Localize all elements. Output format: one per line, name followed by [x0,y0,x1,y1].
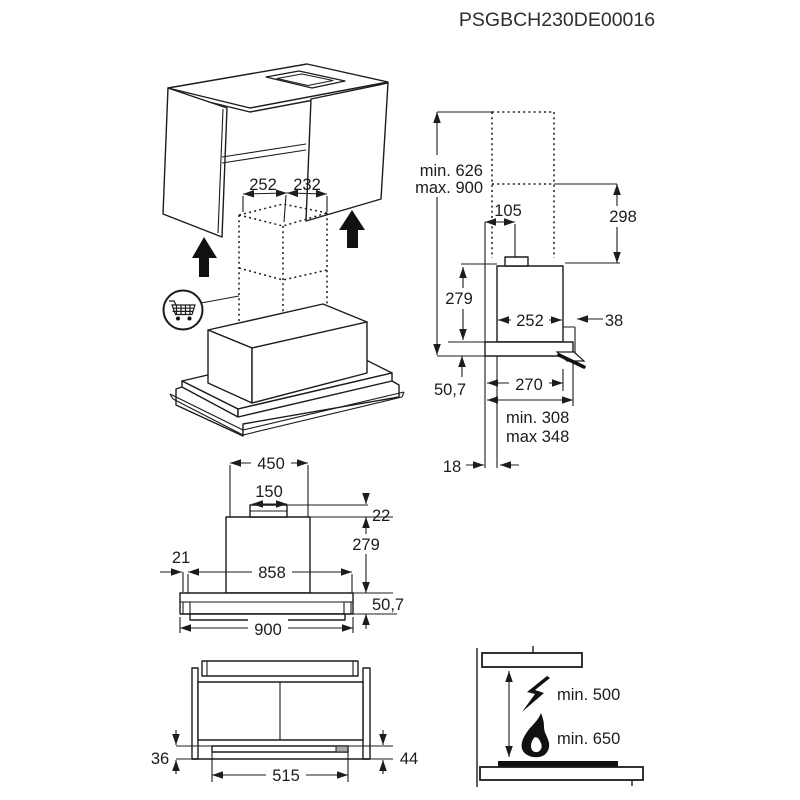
lightning-bolt-icon [522,676,550,712]
shopping-cart-icon [162,289,204,331]
dim-flange-depth: 270 [515,376,543,394]
dim-total-width: 900 [254,621,282,639]
hood-flange-lower [175,380,400,437]
label-mask [443,288,477,309]
dim-height-min: min. 626 [420,162,483,180]
drawing-title: PSGBCH230DE00016 [459,9,655,31]
bottom-strip [211,745,349,753]
front-right-end-cap [343,601,352,615]
side-hood-body [496,265,564,343]
duct-dashed-outline [238,203,328,337]
dim-top-width: 450 [257,455,285,473]
side-hood-flange [484,341,574,357]
dim-line-duct-left [242,189,288,198]
hood-body-front-face [251,321,368,404]
dim-body-depth: 252 [516,312,544,330]
clearance-hob-surface [498,761,618,767]
clearance-view: min. 500 min. 650 [476,646,644,787]
label-mask [266,766,306,784]
cabinet-left-panel-inner-edge [217,108,224,234]
cabinet-top-cutout-inner [276,73,334,87]
side-section-view: min. 626 max. 900 105 298 279 252 38 50,… [405,111,642,476]
clearance-counter [479,766,644,781]
dim-duct-width-right: 232 [293,176,321,194]
cabinet-top-face [167,63,389,109]
bottom-right-post [362,667,371,760]
dim-extensions-duct [242,194,328,223]
dim-side-flange-height: 50,7 [434,381,466,399]
dim-line-duct-right [286,189,328,198]
hood-flange-skirt [169,391,405,436]
dim-side-body-height: 279 [445,290,473,308]
dim-side-inset: 21 [172,549,190,567]
label-mask [405,155,485,197]
bottom-top-rail [201,660,359,677]
cabinet-top-cutout [265,70,346,89]
dim-height-max: max. 900 [415,179,483,197]
dim-left-inset: 36 [151,750,169,768]
dim-duct-height: 298 [609,208,637,226]
front-view: 450 150 22 279 21 858 50,7 900 [160,454,404,639]
dim-duct-width-left: 252 [249,176,277,194]
dim-recess-depth-min: min. 308 [506,409,569,427]
bottom-left-post [191,667,199,760]
label-mask [348,534,384,554]
dim-front-body-height: 279 [352,536,380,554]
bottom-view-extension-lines [176,745,393,782]
dim-electric-clearance: min. 500 [557,686,620,704]
label-mask [509,373,549,393]
dim-strip-width: 515 [272,767,300,785]
cabinet-right-panel [305,82,389,222]
front-left-end-cap [182,601,191,615]
side-duct-dashed [491,111,555,258]
flame-icon [521,713,550,758]
arrow-up-left-icon [192,237,217,277]
label-mask [252,562,292,581]
label-mask [511,310,549,330]
front-hood-flange [179,592,354,615]
bottom-view: 36 44 515 [151,660,418,785]
cart-leader-line [200,295,240,304]
cabinet-back-rail [221,143,307,164]
clearance-hood [481,652,583,668]
dim-gas-clearance: min. 650 [557,730,620,748]
dim-duct-offset: 105 [494,202,522,220]
label-mask [251,454,291,473]
dim-flange-overhang: 38 [605,312,623,330]
side-view-extension-lines [437,111,620,468]
side-duct-collar [504,256,529,267]
dim-wall-gap: 18 [443,458,461,476]
cabinet-left-panel [162,87,228,238]
label-mask [248,619,288,638]
dim-collar-height: 22 [372,507,390,525]
dim-recess-depth-max: max 348 [506,428,569,446]
side-non-return-flap [557,353,586,369]
dim-front-flange-height: 50,7 [372,596,404,614]
bottom-strip-gray-segment [335,745,349,753]
bottom-rail-end-lines [206,661,354,676]
dim-collar-width: 150 [255,483,283,501]
cabinet-assembly-view: 252 232 [162,63,405,437]
label-mask [604,206,642,227]
dim-right-inset: 44 [400,750,418,768]
dim-body-width: 858 [258,564,286,582]
arrow-up-right-icon [339,210,365,248]
